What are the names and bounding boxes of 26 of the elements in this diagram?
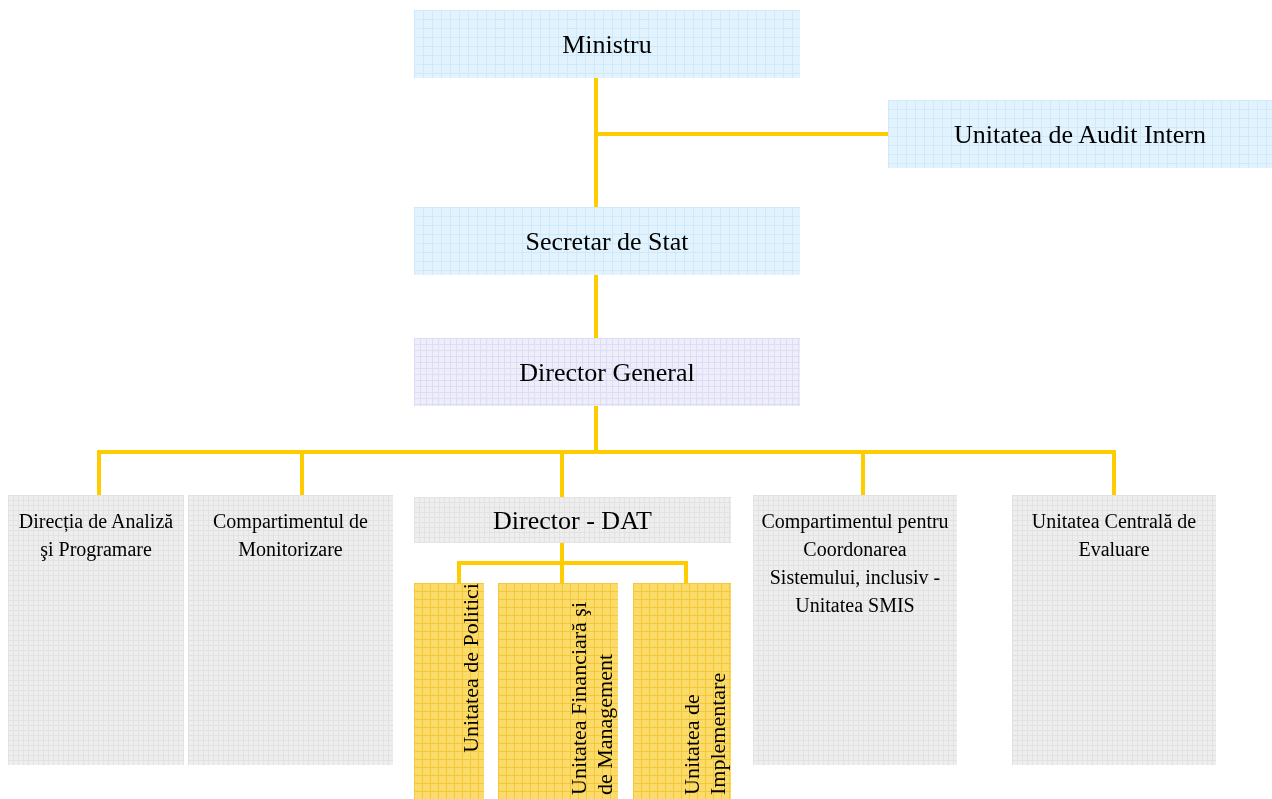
org-box (8, 495, 184, 765)
box-title: Director General (519, 356, 695, 389)
box-title: Unitatea de Politici (458, 583, 484, 753)
org-box (414, 207, 800, 275)
unit-box (633, 583, 731, 799)
unit-box (498, 583, 618, 799)
org-box (414, 338, 800, 406)
org-box (1012, 495, 1216, 765)
box-title: Compartimentul de Monitorizare (212, 509, 369, 562)
org-box (414, 10, 800, 78)
box-title: Ministru (562, 28, 652, 61)
box-title: Director - DAT (493, 504, 652, 537)
org-box (888, 100, 1272, 168)
org-box (188, 495, 393, 765)
box-title: Compartimentul pentru Coordonarea Sistemului, inclusiv -Unitatea SMIS (761, 509, 949, 618)
box-title: Unitatea de Implementare (679, 671, 731, 795)
box-title: Unitatea Centrală de Evaluare (1030, 509, 1198, 562)
box-title: Unitatea Financiară şi de Management (566, 600, 618, 795)
unit-box (414, 583, 484, 799)
org-box (414, 497, 731, 543)
box-title: Unitatea de Audit Intern (954, 118, 1206, 151)
org-box (753, 495, 957, 765)
connector-line (594, 78, 888, 136)
box-title: Secretar de Stat (525, 225, 689, 258)
box-title: Direcția de Analiză şi Programare (17, 509, 175, 563)
connector-line (594, 275, 598, 338)
